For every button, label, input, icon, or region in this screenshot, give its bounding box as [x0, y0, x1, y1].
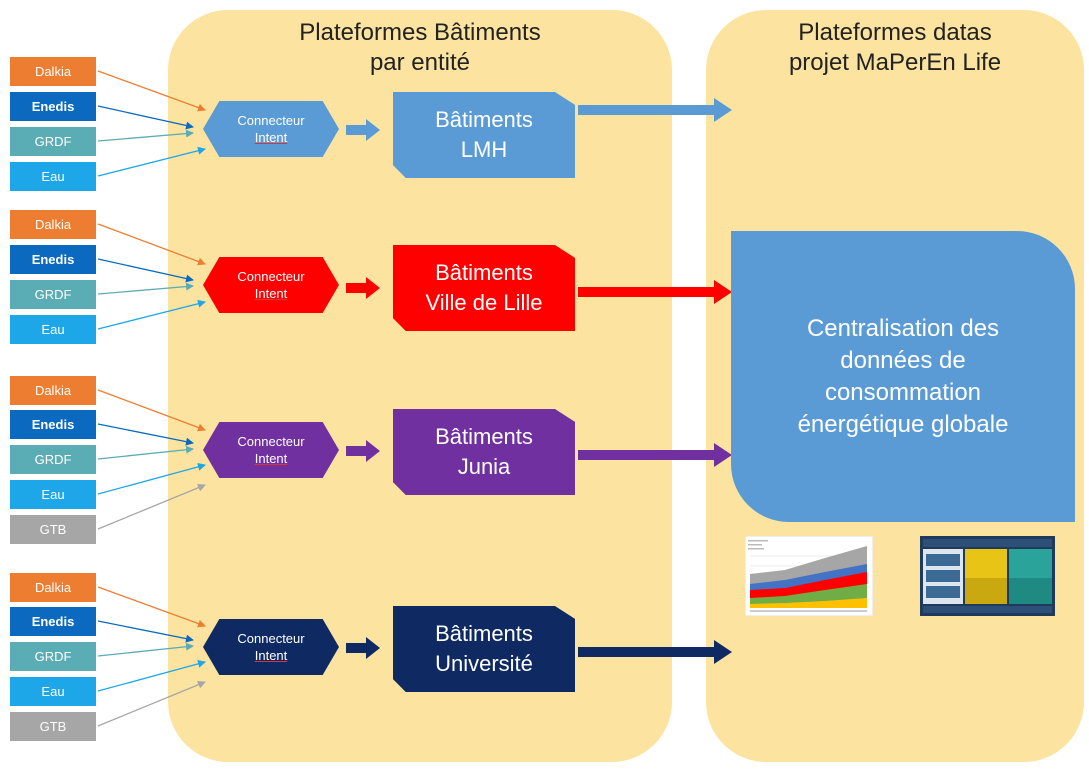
panel-title-batiments: Plateformes Bâtiments par entité: [168, 18, 672, 78]
building-entity: Université: [435, 651, 533, 676]
connector-intent-lille: Connecteur Intent: [203, 257, 339, 313]
source-eau: Eau: [10, 480, 96, 509]
arrow-building-to-platform: [578, 98, 732, 122]
source-grdf: GRDF: [10, 127, 96, 156]
arrow-eau-to-connector: [97, 659, 206, 692]
connector-label: Connecteur: [237, 113, 305, 128]
building-entity: Junia: [457, 454, 511, 479]
arrow-connector-to-building: [346, 277, 380, 299]
source-enedis: Enedis: [10, 607, 96, 636]
arrow-eau-to-connector: [97, 146, 206, 177]
arrow-grdf-to-connector: [97, 282, 194, 295]
connector-label: Connecteur: [237, 434, 305, 449]
central-line1: Centralisation des: [806, 314, 1000, 342]
source-grdf: GRDF: [10, 445, 96, 474]
source-enedis: Enedis: [10, 410, 96, 439]
source-dalkia: Dalkia: [10, 376, 96, 405]
building-label: Bâtiments: [435, 621, 533, 646]
source-dalkia: Dalkia: [10, 57, 96, 86]
building-label: Bâtiments: [435, 260, 533, 285]
central-data-box: Centralisation des données de consommati…: [731, 231, 1075, 522]
source-grdf: GRDF: [10, 280, 96, 309]
building-ville-de-lille: Bâtiments Ville de Lille: [393, 245, 575, 331]
arrow-enedis-to-connector: [97, 620, 194, 643]
dashboard-thumbnail: [920, 536, 1055, 616]
connector-label: Connecteur: [237, 631, 305, 646]
arrow-grdf-to-connector: [97, 129, 194, 142]
arrow-building-to-platform: [578, 280, 732, 304]
source-eau: Eau: [10, 162, 96, 191]
arrow-gtb-to-connector: [97, 483, 206, 530]
source-grdf: GRDF: [10, 642, 96, 671]
arrow-building-to-platform: [578, 640, 732, 664]
connector-intent-lmh: Connecteur Intent: [203, 101, 339, 157]
arrow-building-to-platform: [578, 443, 732, 467]
arrow-dalkia-to-connector: [97, 389, 206, 432]
panel-title-datas: Plateformes datas projet MaPerEn Life: [706, 18, 1084, 78]
arrow-enedis-to-connector: [97, 423, 194, 446]
building-universite: Bâtiments Université: [393, 606, 575, 692]
central-line4: énergétique globale: [797, 410, 1009, 438]
arrow-dalkia-to-connector: [97, 70, 206, 112]
arrow-enedis-to-connector: [97, 258, 194, 283]
source-enedis: Enedis: [10, 92, 96, 121]
building-lmh: Bâtiments LMH: [393, 92, 575, 178]
source-enedis: Enedis: [10, 245, 96, 274]
panel-title-batiments-line2: par entité: [369, 49, 471, 76]
arrow-eau-to-connector: [97, 462, 206, 495]
arrow-dalkia-to-connector: [97, 223, 206, 266]
building-entity: Ville de Lille: [425, 290, 543, 315]
panel-title-datas-line2: projet MaPerEn Life: [788, 49, 1002, 76]
connector-intent-label: Intent: [254, 648, 288, 663]
arrow-connector-to-building: [346, 440, 380, 462]
connector-label: Connecteur: [237, 269, 305, 284]
connector-intent-label: Intent: [254, 130, 288, 145]
arrow-connector-to-building: [346, 637, 380, 659]
arrow-eau-to-connector: [97, 299, 206, 330]
panel-title-datas-line1: Plateformes datas: [798, 19, 992, 46]
panel-title-batiments-line1: Plateformes Bâtiments: [299, 19, 541, 46]
central-line3: consommation: [824, 378, 982, 406]
arrow-gtb-to-connector: [97, 680, 206, 727]
arrow-grdf-to-connector: [97, 445, 194, 460]
central-line2: données de: [840, 346, 966, 374]
connector-intent-junia: Connecteur Intent: [203, 422, 339, 478]
connector-intent-label: Intent: [254, 451, 288, 466]
building-entity: LMH: [460, 137, 508, 162]
connector-intent-universite: Connecteur Intent: [203, 619, 339, 675]
arrow-dalkia-to-connector: [97, 586, 206, 628]
building-junia: Bâtiments Junia: [393, 409, 575, 495]
source-dalkia: Dalkia: [10, 210, 96, 239]
connector-intent-label: Intent: [254, 286, 288, 301]
arrow-enedis-to-connector: [97, 105, 194, 130]
source-eau: Eau: [10, 677, 96, 706]
arrow-connector-to-building: [346, 119, 380, 141]
source-gtb: GTB: [10, 712, 96, 741]
source-eau: Eau: [10, 315, 96, 344]
building-label: Bâtiments: [435, 107, 533, 132]
arrow-grdf-to-connector: [97, 642, 194, 657]
building-label: Bâtiments: [435, 424, 533, 449]
area-chart-thumbnail: [745, 536, 873, 616]
source-gtb: GTB: [10, 515, 96, 544]
source-dalkia: Dalkia: [10, 573, 96, 602]
